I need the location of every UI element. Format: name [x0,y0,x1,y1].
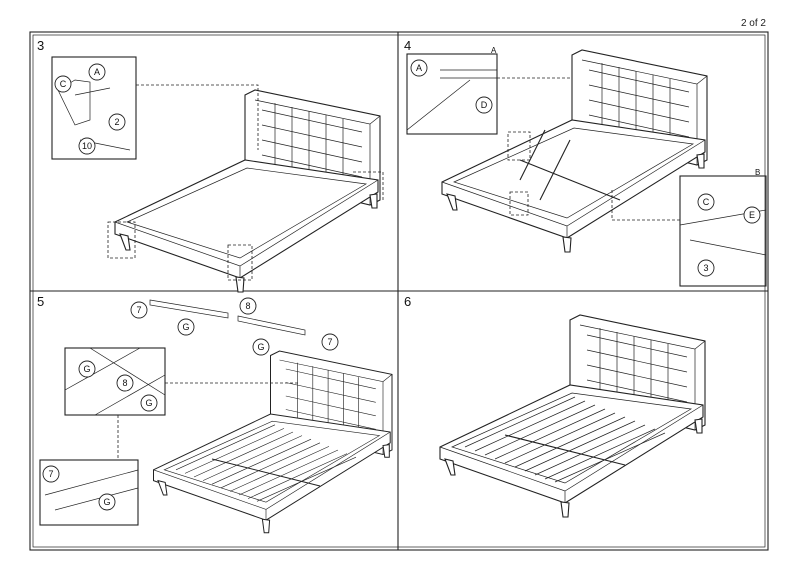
bed-frame-drawing [114,89,381,293]
svg-text:G: G [103,497,110,507]
callout-C: C [697,193,715,211]
callout-G: G [98,493,116,511]
step-number: 3 [37,38,44,53]
svg-text:C: C [60,79,67,89]
detail-box-joint [64,347,166,416]
svg-text:8: 8 [122,378,127,388]
detail-a-tag: A [491,46,497,55]
callout-7: 7 [321,333,339,351]
callout-7: 7 [130,301,148,319]
bed-frame-drawing [439,314,706,518]
svg-text:G: G [145,398,152,408]
svg-text:7: 7 [327,337,332,347]
svg-text:A: A [94,67,100,77]
callout-G: G [252,338,270,356]
callout-A: A [410,59,428,77]
bed-frame-drawing [153,350,393,534]
callout-D: D [475,96,493,114]
detail-box-end [39,459,139,526]
svg-text:G: G [182,322,189,332]
callout-2: 2 [108,113,126,131]
svg-text:G: G [83,364,90,374]
callout-7: 7 [42,465,60,483]
step-number: 5 [37,294,44,309]
svg-text:7: 7 [48,469,53,479]
page-number: 2 of 2 [740,18,766,29]
step-3-panel: 3 A C 2 10 [37,38,384,293]
svg-text:E: E [749,210,755,220]
svg-text:G: G [257,342,264,352]
callout-8: 8 [116,374,134,392]
svg-text:8: 8 [245,301,250,311]
detail-a-box [406,53,498,135]
callout-G: G [140,394,158,412]
step-number: 4 [404,38,411,53]
svg-text:10: 10 [82,141,92,151]
detail-b-tag: B [755,168,760,177]
detail-b-box [679,175,767,287]
callout-10: 10 [78,137,96,155]
callout-8: 8 [239,297,257,315]
svg-text:D: D [481,100,488,110]
svg-text:3: 3 [703,263,708,273]
svg-text:C: C [703,197,710,207]
svg-text:A: A [416,63,422,73]
bed-frame-drawing [441,49,708,253]
callout-3: 3 [697,259,715,277]
callout-G: G [177,318,195,336]
callout-C: C [54,75,72,93]
svg-text:7: 7 [136,305,141,315]
callout-E: E [743,206,761,224]
step-5-panel: 5 7 8 G G 7 G 8 G 7 G [37,294,393,534]
detail-box [51,56,137,160]
svg-text:2: 2 [114,117,119,127]
callout-G: G [78,360,96,378]
callout-A: A [88,63,106,81]
step-number: 6 [404,294,411,309]
step-6-panel: 6 [404,294,706,518]
step-4-panel: 4 A B A D C E 3 [404,38,767,287]
